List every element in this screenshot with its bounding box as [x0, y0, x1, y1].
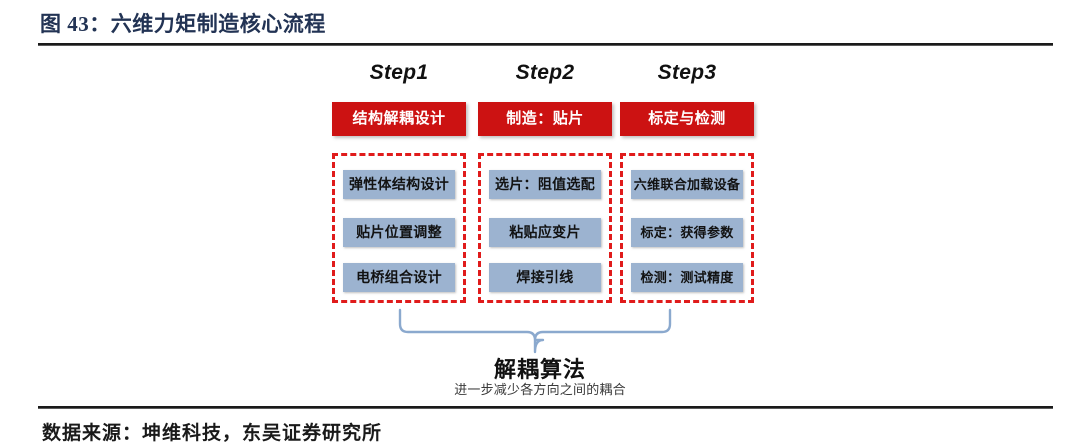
step-column-3: Step3 标定与检测 六维联合加载设备 标定：获得参数 检测：测试精度 — [620, 58, 754, 303]
task-box[interactable]: 检测：测试精度 — [631, 263, 743, 292]
step-heading-3: Step3 — [657, 61, 717, 84]
step-banner-3[interactable]: 标定与检测 — [620, 102, 754, 136]
step-body-1: 弹性体结构设计 贴片位置调整 电桥组合设计 — [332, 153, 466, 303]
source-note: 数据来源：坤维科技，东吴证券研究所 — [42, 423, 383, 444]
task-box[interactable]: 焊接引线 — [489, 263, 601, 292]
source-divider-rule — [38, 406, 1053, 409]
task-box[interactable]: 电桥组合设计 — [343, 263, 455, 292]
step-banner-2[interactable]: 制造：贴片 — [478, 102, 612, 136]
step-column-1: Step1 结构解耦设计 弹性体结构设计 贴片位置调整 电桥组合设计 — [332, 58, 466, 303]
summary-subtitle: 进一步减少各方向之间的耦合 — [454, 382, 626, 397]
task-box[interactable]: 贴片位置调整 — [343, 218, 455, 247]
step-column-2: Step2 制造：贴片 选片：阻值选配 粘贴应变片 焊接引线 — [478, 58, 612, 303]
task-box[interactable]: 选片：阻值选配 — [489, 170, 601, 199]
step-heading-2: Step2 — [515, 61, 575, 84]
task-box[interactable]: 六维联合加载设备 — [631, 170, 743, 199]
curly-brace-icon — [398, 308, 672, 354]
title-divider-rule — [38, 43, 1053, 46]
step-banner-1[interactable]: 结构解耦设计 — [332, 102, 466, 136]
task-box[interactable]: 弹性体结构设计 — [343, 170, 455, 199]
task-box[interactable]: 标定：获得参数 — [631, 218, 743, 247]
step-body-2: 选片：阻值选配 粘贴应变片 焊接引线 — [478, 153, 612, 303]
page-title: 图 43：六维力矩制造核心流程 — [40, 12, 326, 36]
summary-label: 解耦算法 — [493, 357, 586, 382]
task-box[interactable]: 粘贴应变片 — [489, 218, 601, 247]
step-body-3: 六维联合加载设备 标定：获得参数 检测：测试精度 — [620, 153, 754, 303]
step-heading-1: Step1 — [369, 61, 429, 84]
